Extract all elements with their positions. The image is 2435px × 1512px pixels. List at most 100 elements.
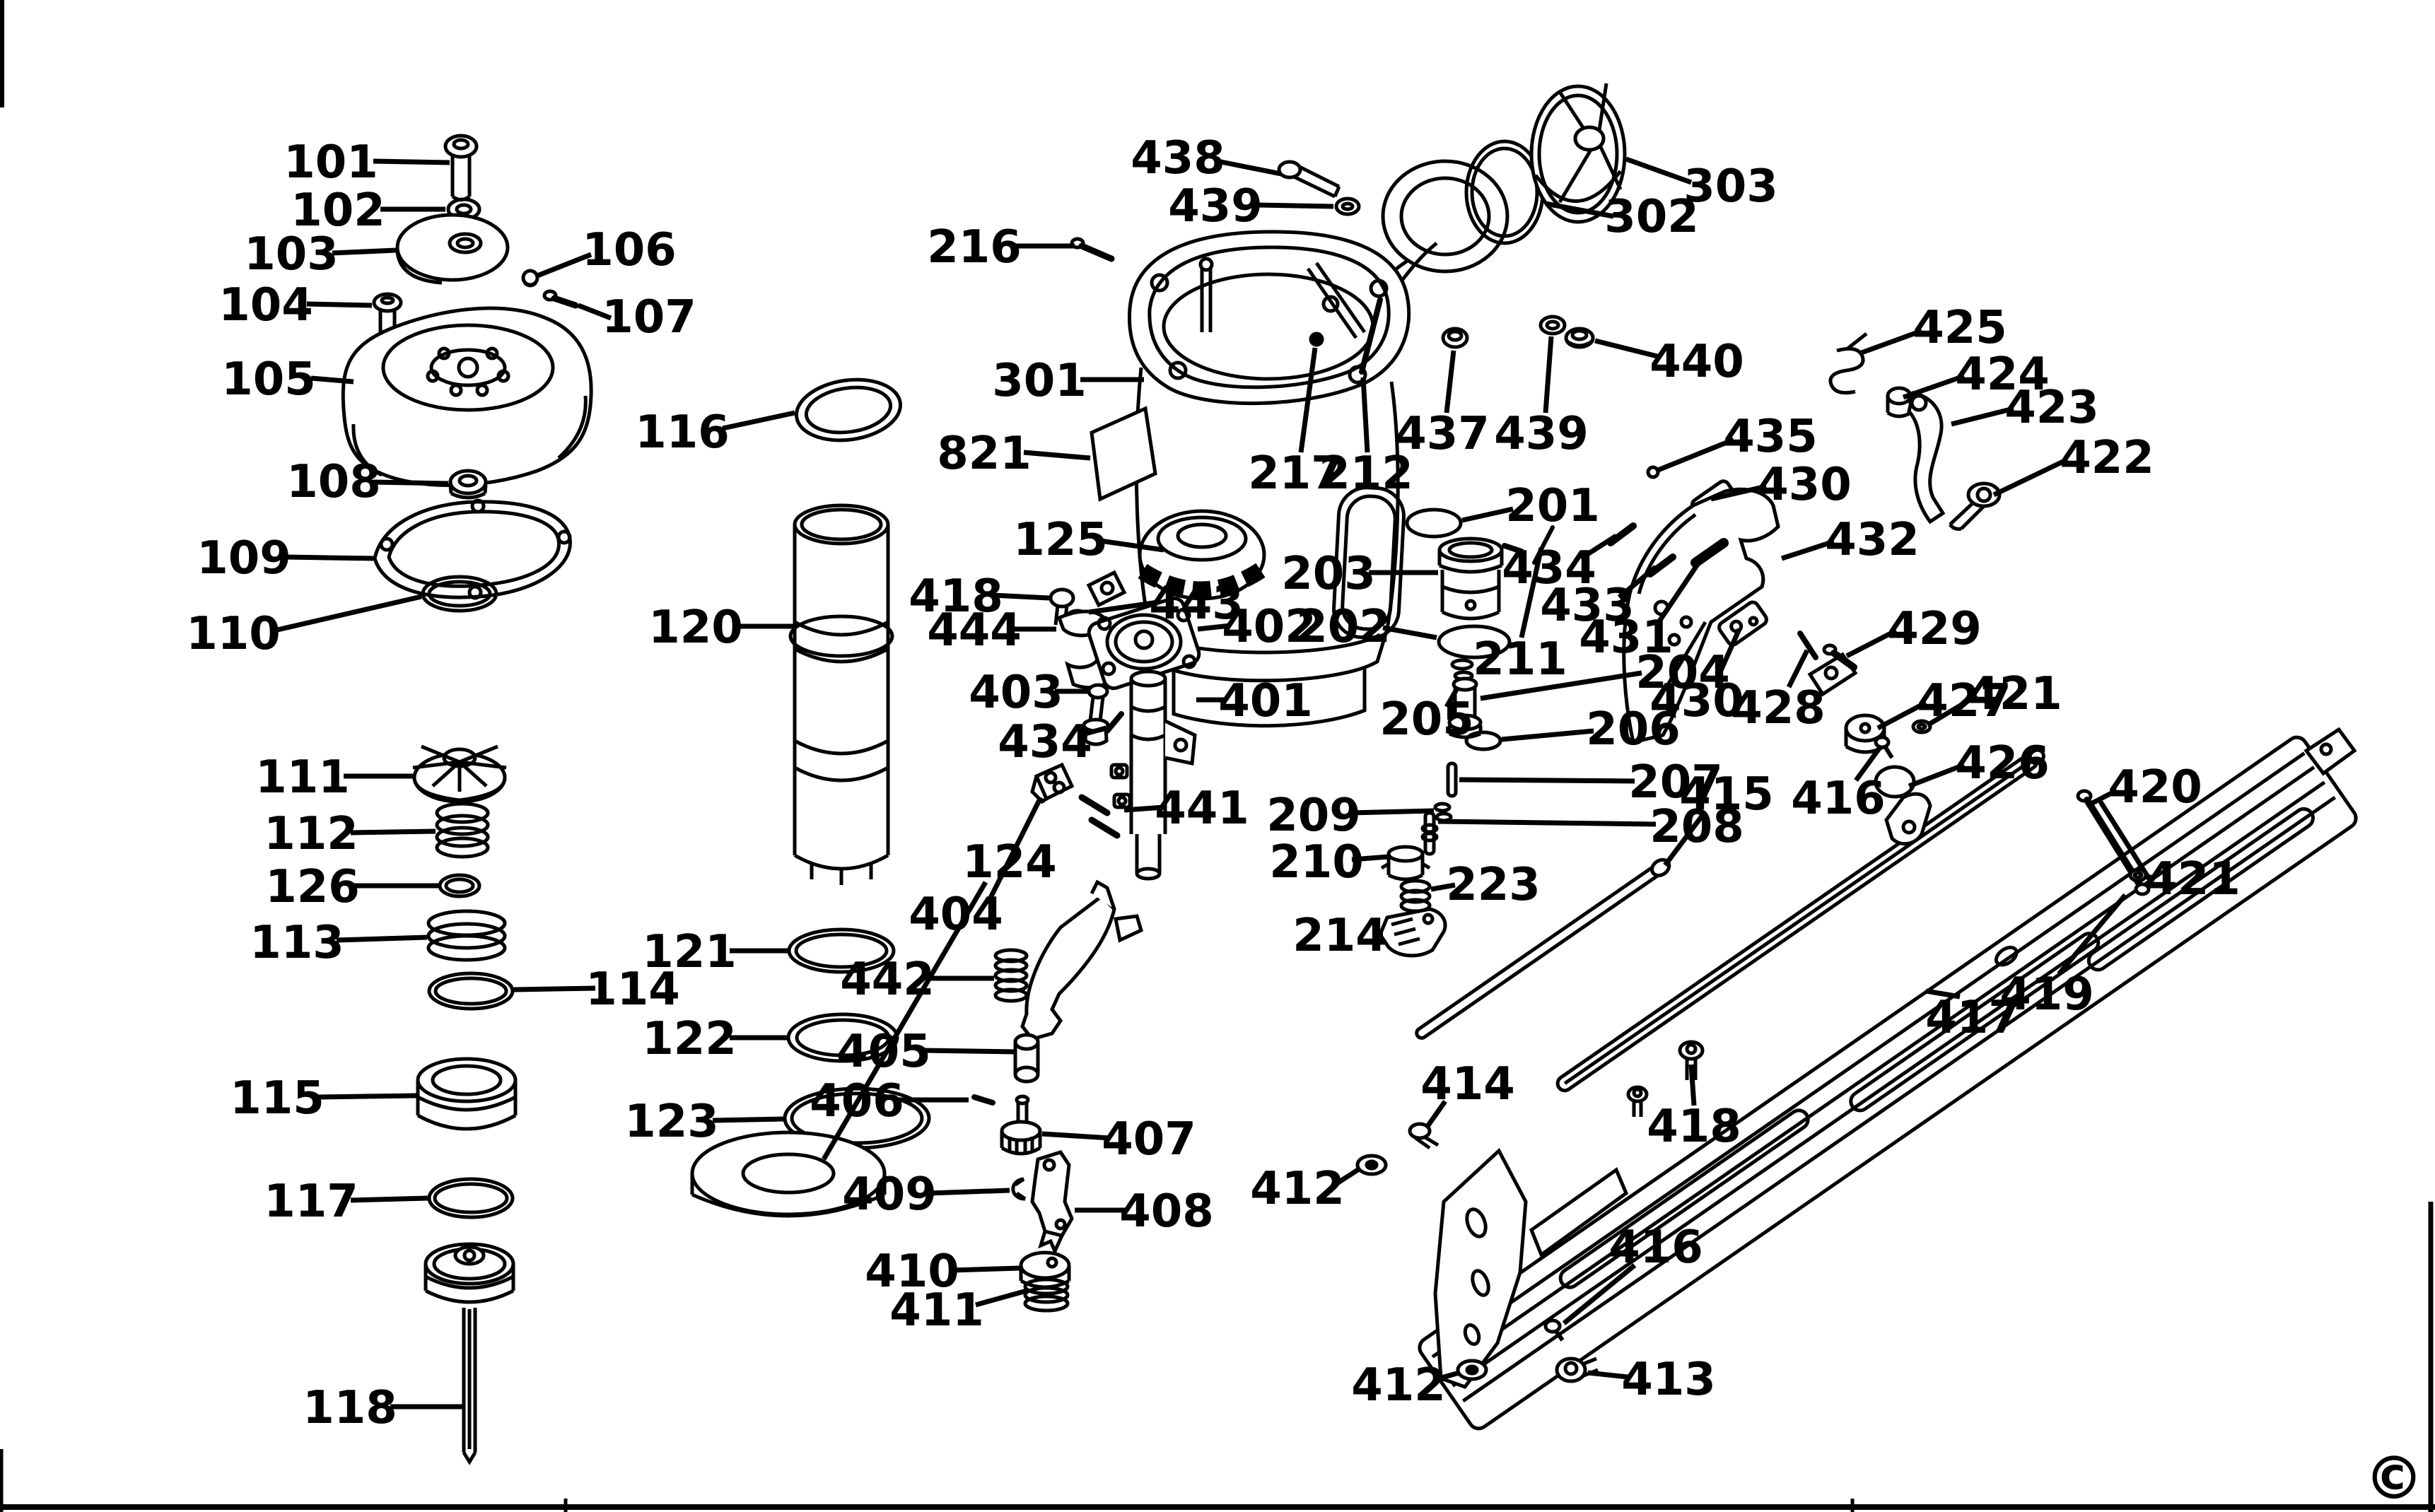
part-203-cap-illustration (1437, 537, 1504, 621)
leader-line-105-6 (310, 375, 354, 385)
leader-line-108-7 (373, 479, 449, 486)
part-101-screw-illustration (443, 134, 479, 201)
part-label-125-24: 125 (1013, 514, 1108, 566)
leader-line-302-53 (1545, 201, 1614, 219)
leader-line-439-50 (1543, 336, 1554, 414)
part-404-bracket-illustration (1030, 762, 1075, 804)
leader-line-440-51 (1594, 338, 1658, 359)
part-217-pin-illustration (1309, 332, 1324, 347)
part-label-107-5: 107 (602, 291, 696, 344)
part-207-pin-illustration (1446, 761, 1458, 798)
leader-line-414-92 (1426, 1099, 1447, 1127)
part-115-collar-illustration (416, 1057, 518, 1131)
leader-line-206-76 (1501, 728, 1594, 742)
part-204-valve-pin-illustration (1447, 676, 1483, 739)
part-label-416-84: 416 (1791, 773, 1886, 825)
part-label-223-81: 223 (1446, 859, 1541, 911)
leader-line-434-68 (1579, 534, 1618, 561)
leader-line-202-72 (1382, 625, 1437, 640)
leader-line-432-60 (1780, 539, 1835, 561)
leader-line-417-88 (1925, 988, 1961, 1000)
part-label-443-26: 443 (1149, 578, 1244, 630)
part-label-405-35: 405 (836, 1026, 931, 1078)
part-label-214-82: 214 (1292, 910, 1387, 962)
part-label-116-18: 116 (635, 406, 730, 459)
part-439b-washer-illustration (1538, 315, 1567, 336)
part-label-203-71: 203 (1281, 548, 1376, 600)
parts-layer (341, 83, 2358, 1465)
part-408-pawl-illustration (1030, 1150, 1074, 1256)
part-label-102-1: 102 (291, 184, 385, 237)
part-label-821-46: 821 (937, 428, 1032, 480)
part-429-pin-illustration (1822, 643, 1857, 671)
part-label-201-70: 201 (1505, 480, 1600, 532)
part-421a-washer-illustration (1911, 719, 1932, 734)
leader-line-428-65 (1786, 649, 1810, 688)
part-125-knob-illustration (1138, 509, 1266, 601)
leader-line-204-74 (1480, 670, 1642, 701)
part-103-cap-illustration (395, 213, 510, 285)
leader-line-201-70 (1461, 506, 1514, 523)
leader-line-416-90 (1562, 1263, 1637, 1325)
leader-line-208-79 (1437, 819, 1657, 827)
part-201-oring-illustration (1405, 508, 1463, 539)
leader-line-412-94 (1433, 1370, 1460, 1383)
part-label-210-80: 210 (1269, 836, 1364, 889)
leader-line-112-11 (350, 828, 436, 836)
part-label-403-29: 403 (969, 667, 1063, 719)
leader-line-441-33 (1123, 804, 1164, 813)
part-124-washer-illustration (690, 1130, 887, 1218)
leader-line-429-61 (1845, 628, 1898, 659)
part-label-411-41: 411 (889, 1284, 984, 1337)
part-label-423-56: 423 (2004, 382, 2099, 434)
part-421b-washer-illustration (2128, 867, 2148, 883)
leader-line-404-32 (986, 796, 1044, 903)
part-107-pin-illustration (542, 289, 579, 309)
part-303-end-cap-illustration (1529, 83, 1627, 224)
leader-line-113-13 (336, 934, 428, 943)
part-117-oring-illustration (427, 1177, 515, 1219)
part-401-valve-stem-illustration (1109, 669, 1197, 881)
part-label-301-45: 301 (992, 355, 1087, 407)
part-209-rings-illustration (1433, 802, 1453, 823)
leader-line-223-81 (1430, 882, 1456, 892)
leader-line-410-40 (951, 1265, 1020, 1273)
part-label-429-61: 429 (1887, 603, 1982, 655)
part-label-438-42: 438 (1131, 132, 1225, 184)
leader-line-123-22 (712, 1116, 784, 1123)
leader-line-439-43 (1254, 202, 1334, 209)
part-label-104-4: 104 (218, 279, 313, 332)
part-202-oring-illustration (1437, 624, 1512, 660)
part-label-101-0: 101 (284, 136, 378, 189)
part-label-418-89: 418 (1647, 1101, 1741, 1153)
part-label-103-2: 103 (244, 228, 339, 281)
part-label-205-75: 205 (1379, 693, 1474, 746)
part-label-121-20: 121 (642, 926, 737, 978)
leader-line-425-54 (1858, 328, 1923, 356)
leader-line-418-25 (992, 592, 1050, 601)
part-label-412-93: 412 (1250, 1163, 1345, 1215)
part-label-432-60: 432 (1825, 514, 1920, 566)
leader-line-433-67 (1617, 565, 1658, 599)
part-105-cap-housing-illustration (341, 306, 593, 487)
part-label-117-16: 117 (264, 1176, 358, 1228)
part-112-spring-illustration (435, 802, 490, 859)
leader-line-427-62 (1876, 700, 1927, 731)
part-435-screw-illustration (1646, 465, 1660, 479)
leader-line-418-89 (1688, 1064, 1697, 1106)
leader-line-211-73 (1519, 547, 1544, 638)
leader-line-212-48 (1360, 377, 1370, 453)
part-111-impeller-illustration (412, 744, 507, 804)
leader-line-407-37 (1041, 1131, 1111, 1141)
leader-line-409-38 (928, 1188, 1010, 1196)
part-415-pusher-rod-illustration (1415, 857, 1671, 1040)
leader-line-821-46 (1023, 450, 1091, 461)
leader-line-117-16 (350, 1195, 428, 1203)
part-label-415-83: 415 (1679, 768, 1774, 821)
part-label-407-37: 407 (1102, 1113, 1196, 1166)
part-label-426-63: 426 (1955, 737, 2050, 790)
part-label-430-59: 430 (1757, 459, 1852, 511)
part-423-lever-illustration (1907, 391, 1946, 524)
